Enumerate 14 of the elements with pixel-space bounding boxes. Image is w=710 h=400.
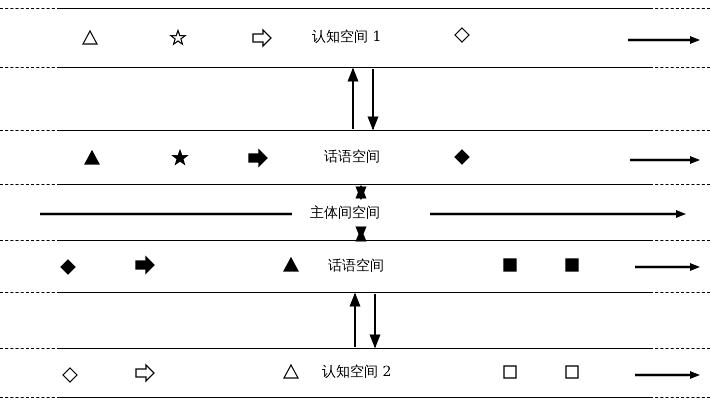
arrow bbox=[347, 68, 359, 129]
space-band bbox=[0, 8, 710, 68]
space-label: 话语空间 bbox=[326, 256, 386, 274]
arrow bbox=[355, 184, 367, 200]
space-label: 话语空间 bbox=[322, 148, 382, 166]
space-band bbox=[0, 348, 710, 398]
space-band bbox=[0, 240, 710, 293]
arrow bbox=[355, 226, 367, 242]
arrow bbox=[349, 292, 361, 347]
arrow bbox=[367, 69, 379, 130]
space-label: 主体间空间 bbox=[308, 204, 382, 222]
space-band bbox=[0, 130, 710, 185]
space-label: 认知空间 2 bbox=[320, 363, 394, 381]
arrow bbox=[369, 294, 381, 348]
